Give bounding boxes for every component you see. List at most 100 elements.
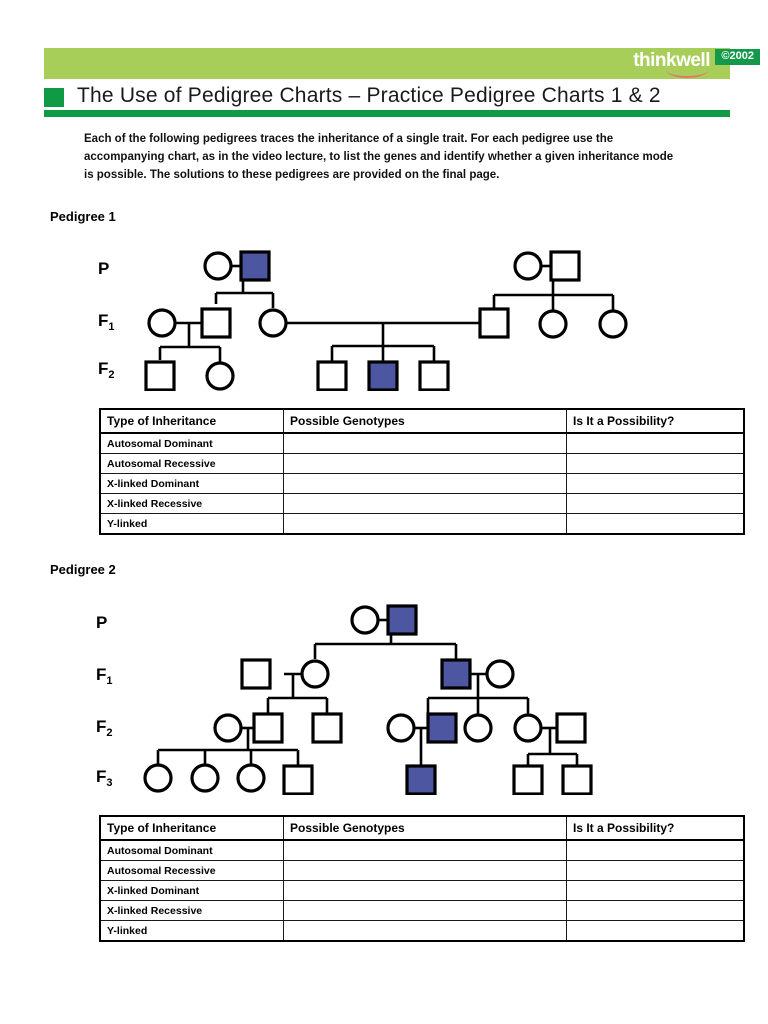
cell-type: Autosomal Dominant: [99, 839, 284, 861]
individual-female-unaffected: [598, 309, 628, 339]
cell-type: Autosomal Recessive: [99, 860, 284, 881]
individual-female-unaffected: [513, 251, 543, 281]
individual-male-unaffected: [316, 360, 348, 391]
individual-male-unaffected: [555, 712, 587, 744]
table-row: Autosomal Dominant: [99, 432, 745, 454]
cell-genotypes[interactable]: [283, 920, 567, 942]
table-row: X-linked Dominant: [99, 473, 745, 494]
cell-possibility[interactable]: [566, 493, 745, 514]
inheritance-table-2: Type of Inheritance Possible Genotypes I…: [99, 815, 745, 942]
individual-female-unaffected: [258, 308, 288, 338]
table-header-row: Type of Inheritance Possible Genotypes I…: [99, 815, 745, 841]
individual-male-affected: [367, 360, 399, 391]
cell-type: Y-linked: [99, 513, 284, 535]
col-header-genotypes: Possible Genotypes: [283, 815, 567, 841]
table-row: X-linked Recessive: [99, 493, 745, 514]
col-header-type: Type of Inheritance: [99, 408, 284, 434]
cell-possibility[interactable]: [566, 900, 745, 921]
logo-swish-icon: [666, 70, 708, 78]
cell-possibility[interactable]: [566, 920, 745, 942]
individual-female-unaffected: [213, 713, 243, 743]
individual-female-unaffected: [463, 713, 493, 743]
col-header-genotypes: Possible Genotypes: [283, 408, 567, 434]
cell-genotypes[interactable]: [283, 453, 567, 474]
cell-type: Autosomal Dominant: [99, 432, 284, 454]
pedigree-1-diagram: P F1 F2: [98, 250, 628, 391]
generation-label-p: P: [96, 613, 107, 632]
individual-male-affected: [405, 764, 437, 795]
pedigree-2-diagram: P F1 F2 F3: [96, 604, 593, 795]
col-header-possibility: Is It a Possibility?: [566, 815, 745, 841]
individual-female-unaffected: [143, 763, 173, 793]
cell-genotypes[interactable]: [283, 880, 567, 901]
individual-male-affected: [426, 712, 458, 744]
thinkwell-logo: thinkwell: [633, 50, 710, 71]
individual-male-unaffected: [282, 764, 314, 795]
table-row: Autosomal Recessive: [99, 453, 745, 474]
generation-label-f1: F1: [98, 311, 115, 333]
cell-genotypes[interactable]: [283, 513, 567, 535]
generation-label-f1: F1: [96, 665, 113, 687]
cell-type: Autosomal Recessive: [99, 453, 284, 474]
individual-male-affected: [440, 658, 472, 690]
individual-male-unaffected: [200, 307, 232, 339]
cell-type: X-linked Recessive: [99, 900, 284, 921]
individual-male-unaffected: [311, 712, 343, 744]
generation-label-f3: F3: [96, 767, 113, 789]
intro-paragraph: Each of the following pedigrees traces t…: [84, 133, 674, 181]
cell-possibility[interactable]: [566, 432, 745, 454]
cell-possibility[interactable]: [566, 473, 745, 494]
individual-female-unaffected: [485, 659, 515, 689]
individual-female-unaffected: [190, 763, 220, 793]
generation-label-p: P: [98, 259, 109, 278]
title-underline-rule: [44, 110, 730, 117]
individual-female-unaffected: [386, 713, 416, 743]
col-header-type: Type of Inheritance: [99, 815, 284, 841]
individual-female-unaffected: [513, 713, 543, 743]
individual-male-unaffected: [418, 360, 450, 391]
cell-type: X-linked Dominant: [99, 880, 284, 901]
individual-male-affected: [386, 604, 418, 636]
individual-male-unaffected: [549, 250, 581, 282]
table-row: Autosomal Dominant: [99, 839, 745, 861]
generation-label-f2: F2: [96, 717, 113, 739]
individual-female-unaffected: [300, 659, 330, 689]
table-row: X-linked Dominant: [99, 880, 745, 901]
cell-genotypes[interactable]: [283, 493, 567, 514]
cell-genotypes[interactable]: [283, 900, 567, 921]
table-row: X-linked Recessive: [99, 900, 745, 921]
individual-male-unaffected: [512, 764, 544, 795]
brand-band: [44, 48, 730, 79]
cell-type: Y-linked: [99, 920, 284, 942]
cell-possibility[interactable]: [566, 839, 745, 861]
individual-female-unaffected: [538, 309, 568, 339]
cell-genotypes[interactable]: [283, 432, 567, 454]
individual-male-affected: [239, 250, 271, 282]
cell-possibility[interactable]: [566, 453, 745, 474]
table-row: Autosomal Recessive: [99, 860, 745, 881]
individual-female-unaffected: [205, 361, 235, 391]
individual-female-unaffected: [203, 251, 233, 281]
cell-possibility[interactable]: [566, 860, 745, 881]
cell-genotypes[interactable]: [283, 473, 567, 494]
title-row: The Use of Pedigree Charts – Practice Pe…: [44, 84, 730, 112]
individual-female-unaffected: [236, 763, 266, 793]
pedigree-2-heading: Pedigree 2: [50, 562, 116, 577]
generation-label-f2: F2: [98, 359, 115, 381]
cell-genotypes[interactable]: [283, 839, 567, 861]
col-header-possibility: Is It a Possibility?: [566, 408, 745, 434]
cell-possibility[interactable]: [566, 513, 745, 535]
individual-male-unaffected: [240, 658, 272, 690]
title-bullet-icon: [44, 88, 64, 107]
cell-genotypes[interactable]: [283, 860, 567, 881]
table-header-row: Type of Inheritance Possible Genotypes I…: [99, 408, 745, 434]
cell-possibility[interactable]: [566, 880, 745, 901]
page-title: The Use of Pedigree Charts – Practice Pe…: [77, 84, 661, 107]
individual-male-unaffected: [478, 307, 510, 339]
inheritance-table-1: Type of Inheritance Possible Genotypes I…: [99, 408, 745, 535]
individual-male-unaffected: [144, 360, 176, 391]
cell-type: X-linked Dominant: [99, 473, 284, 494]
copyright-badge: ©2002: [715, 49, 760, 65]
pedigree-1-heading: Pedigree 1: [50, 209, 116, 224]
